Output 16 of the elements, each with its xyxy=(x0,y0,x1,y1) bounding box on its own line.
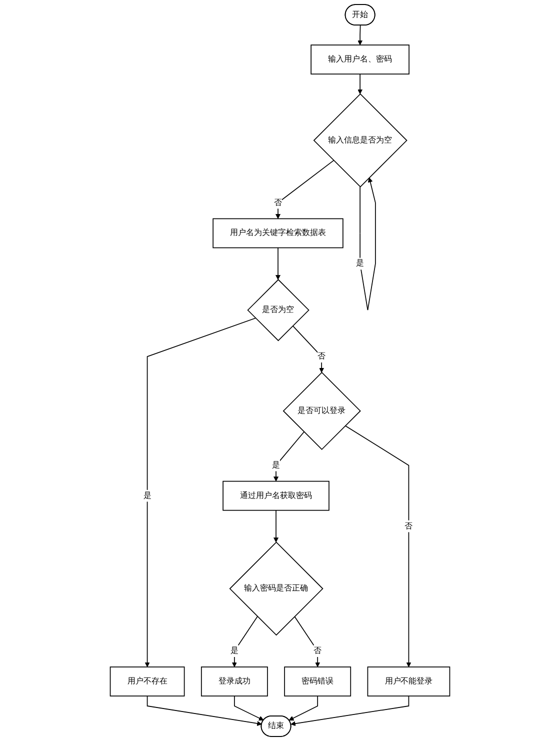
arrow xyxy=(232,616,258,668)
arrow xyxy=(292,325,324,373)
arrow xyxy=(290,696,410,726)
arrow xyxy=(144,318,256,668)
arrow xyxy=(360,177,376,311)
arrow xyxy=(288,696,318,721)
arrow xyxy=(358,24,363,46)
arrow xyxy=(274,510,279,542)
arrow xyxy=(358,74,363,94)
arrow xyxy=(274,431,304,482)
arrow xyxy=(146,696,262,726)
arrow xyxy=(294,616,320,668)
arrow xyxy=(276,160,334,219)
arrow xyxy=(234,696,264,721)
arrow xyxy=(276,247,281,280)
arrow xyxy=(344,425,412,668)
